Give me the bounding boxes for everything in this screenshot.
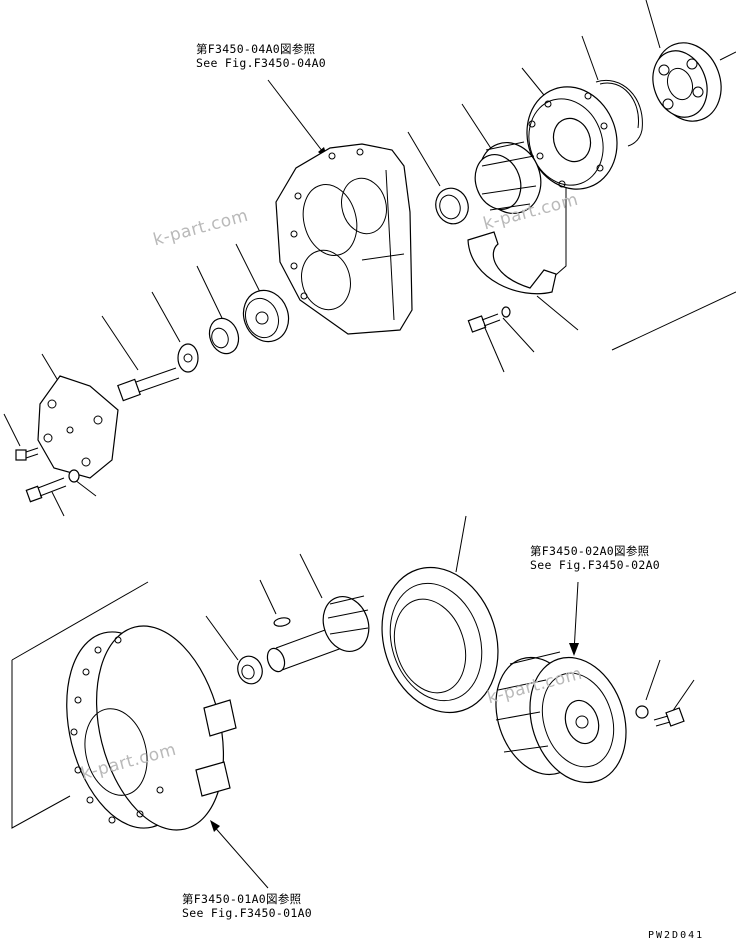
collar-part: [237, 655, 263, 685]
leader-line: [41, 353, 61, 385]
bolt-part: [467, 306, 511, 333]
small-bolt-part: [15, 447, 39, 461]
hub-washer-part: [635, 705, 649, 719]
nut-part: [208, 317, 240, 355]
leader-line: [502, 317, 535, 353]
leader-line: [259, 579, 277, 615]
leader-line: [455, 515, 467, 573]
leader-line: [151, 291, 181, 343]
end-cover-part: [37, 375, 119, 479]
long-bolt-part: [117, 367, 180, 402]
guide-line: [719, 51, 736, 61]
leader-line: [407, 131, 441, 187]
flange-cover-part: [526, 86, 618, 190]
hub-part: [495, 651, 627, 784]
leader-line: [101, 315, 139, 371]
leader-line: [645, 659, 661, 701]
bolt-washer-part: [25, 469, 80, 503]
guide-line: [611, 291, 736, 351]
guide-line: [11, 660, 71, 829]
hub-bolt-part: [653, 707, 685, 727]
leader-line: [461, 103, 493, 151]
housing-part: [275, 143, 413, 335]
arrow-head: [210, 820, 220, 832]
snap-ring-part: [595, 79, 643, 147]
arrow-line: [211, 823, 269, 889]
leader-line: [235, 243, 263, 297]
leader-line: [205, 615, 239, 661]
leader-line: [581, 35, 599, 81]
leader-line: [3, 413, 21, 447]
reference-top-en: See Fig.F3450-04A0: [196, 56, 327, 70]
guide-line: [11, 581, 149, 661]
leader-line: [536, 295, 579, 331]
reference-bottom-jp: 第F3450-01A0図参照: [182, 892, 302, 906]
gear-part: [474, 141, 542, 214]
reference-bottom-en: See Fig.F3450-01A0: [182, 906, 313, 920]
bearing-part: [652, 42, 722, 122]
reference-top: 第F3450-04A0図参照 See Fig.F3450-04A0: [196, 42, 326, 70]
leader-lines: [3, 0, 736, 829]
key-part: [273, 617, 291, 627]
leader-line: [196, 265, 223, 319]
drawing-code: PW2D041: [648, 930, 705, 941]
leader-line: [51, 491, 65, 517]
small-bearing-part: [435, 187, 469, 225]
arrow-line: [267, 79, 327, 157]
leader-line: [74, 479, 97, 497]
final-drive-case-part: [66, 625, 237, 831]
reference-right-jp: 第F3450-02A0図参照: [530, 544, 650, 558]
reference-right-en: See Fig.F3450-02A0: [530, 558, 661, 572]
arrow-line: [573, 581, 579, 653]
ring-gear-part: [381, 566, 499, 714]
pinion-shaft-part: [266, 595, 370, 673]
leader-line: [645, 0, 661, 49]
half-ring-part: [467, 231, 557, 295]
leader-line: [671, 679, 695, 713]
reference-bottom: 第F3450-01A0図参照 See Fig.F3450-01A0: [182, 892, 312, 920]
reference-right: 第F3450-02A0図参照 See Fig.F3450-02A0: [530, 544, 660, 572]
leader-line: [484, 327, 505, 373]
arrow-head: [569, 643, 579, 656]
reference-top-jp: 第F3450-04A0図参照: [196, 42, 316, 56]
leader-line: [299, 553, 323, 599]
washer-part: [177, 343, 199, 373]
coupling-part: [242, 289, 290, 343]
